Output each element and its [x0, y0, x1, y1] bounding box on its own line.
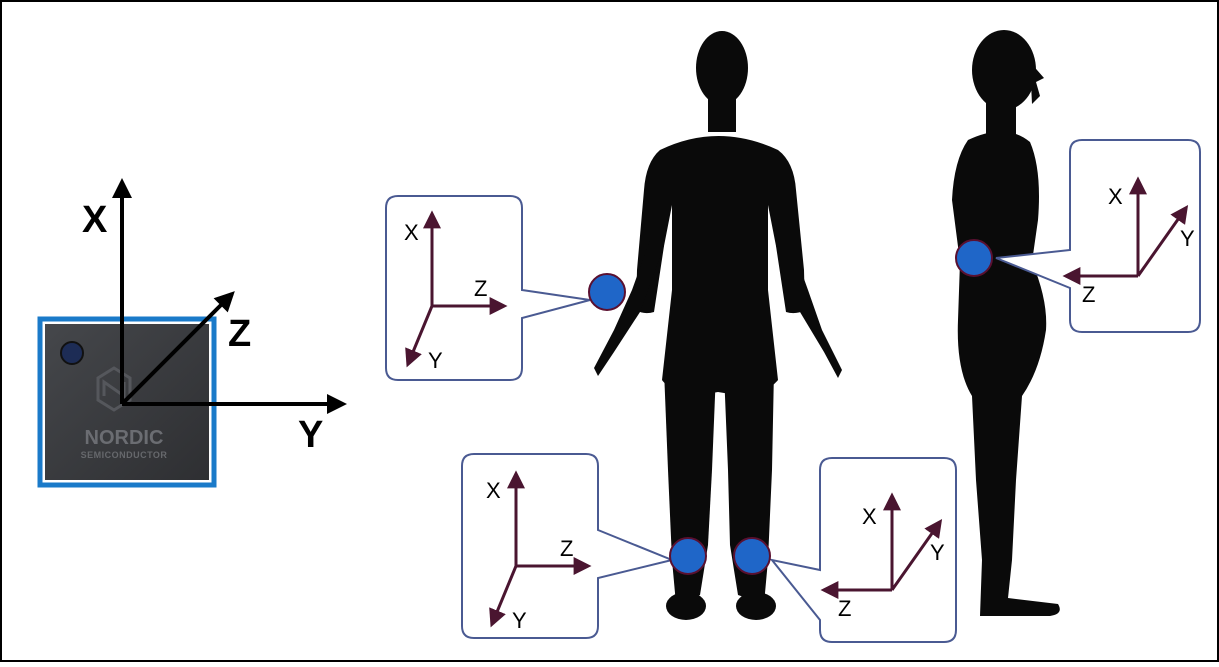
- callout-wrist: X Z Y: [385, 195, 626, 381]
- callout-waist: X Y Z: [955, 139, 1201, 333]
- left-ankle-axis-x-label: X: [486, 478, 501, 503]
- left-ankle-sensor-marker: [669, 537, 707, 575]
- left-ankle-axis-y-label: Y: [512, 608, 527, 633]
- waist-axis-y-label: Y: [1180, 226, 1195, 251]
- waist-axis-y-arrow: [1136, 205, 1189, 277]
- left-ankle-axis-z-label: Z: [560, 536, 573, 561]
- sensor-sub-text: SEMICONDUCTOR: [81, 450, 168, 460]
- wrist-sensor-marker: [588, 273, 626, 311]
- callout-left-ankle: X Z Y: [461, 453, 707, 639]
- wrist-axis-y-label: Y: [428, 348, 443, 373]
- sensor-module: NORDIC SEMICONDUCTOR X Z Y: [37, 178, 347, 488]
- wrist-axis-z-label: Z: [474, 276, 487, 301]
- wrist-axis-y-arrow: [405, 305, 434, 368]
- waist-sensor-marker: [955, 239, 993, 277]
- right-ankle-axis-z-label: Z: [838, 596, 851, 621]
- waist-axis-z-label: Z: [1082, 282, 1095, 307]
- left-ankle-axis-y-arrow: [489, 565, 518, 628]
- right-ankle-axis-x-label: X: [862, 504, 877, 529]
- wrist-axis-x-label: X: [404, 220, 419, 245]
- sensor-led-icon: [60, 341, 84, 365]
- right-ankle-sensor-marker: [733, 537, 771, 575]
- sensor-axis-x-label: X: [82, 199, 108, 241]
- callout-right-ankle: X Y Z: [733, 457, 957, 643]
- sensor-axis-z-label: Z: [228, 313, 251, 355]
- sensor-axis-y-label: Y: [298, 414, 323, 456]
- right-ankle-axis-y-label: Y: [930, 540, 945, 565]
- sensor-brand-text: NORDIC: [85, 427, 164, 449]
- right-ankle-axis-y-arrow: [890, 519, 943, 591]
- waist-axis-x-label: X: [1108, 184, 1123, 209]
- sensor-axis-z-arrow: [120, 291, 235, 406]
